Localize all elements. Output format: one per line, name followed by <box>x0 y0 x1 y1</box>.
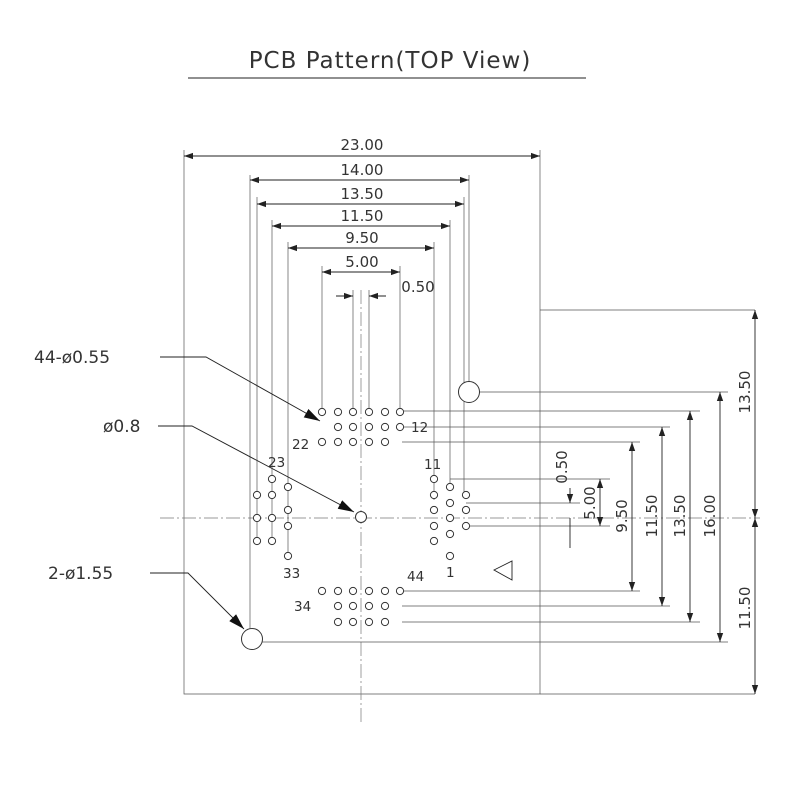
pad-hole <box>252 536 262 546</box>
pin-label-44: 44 <box>407 569 424 585</box>
pad-hole <box>395 586 405 596</box>
dim-13-50-right: 13.50 <box>671 495 689 538</box>
mount-hole-top-right <box>458 381 480 403</box>
pin-label-33: 33 <box>283 566 300 582</box>
center-hole <box>355 511 367 523</box>
dim-0-50-right: 0.50 <box>553 450 571 483</box>
pad-hole <box>317 437 327 447</box>
drawing-title: PCB Pattern(TOP View) <box>249 48 532 74</box>
pin-label-34: 34 <box>294 599 311 615</box>
callout-pads-label: 44-ø0.55 <box>34 348 110 368</box>
dim-14-00: 14.00 <box>341 161 384 179</box>
pad-hole <box>333 422 343 432</box>
dim-13-50: 13.50 <box>341 185 384 203</box>
pad-hole <box>333 437 343 447</box>
pad-hole <box>380 422 390 432</box>
pad-hole <box>267 474 277 484</box>
dim-11-50-right: 11.50 <box>643 495 661 538</box>
pad-hole <box>395 422 405 432</box>
callouts: 44-ø0.55 ø0.8 2-ø1.55 <box>34 348 355 630</box>
dim-11-50: 11.50 <box>341 207 384 225</box>
pad-hole <box>252 513 262 523</box>
pad-hole <box>333 407 343 417</box>
pad-hole <box>364 437 374 447</box>
dim-16-00-right: 16.00 <box>701 495 719 538</box>
pad-hole <box>445 551 455 561</box>
pad-hole <box>317 407 327 417</box>
pad-hole <box>429 490 439 500</box>
dim-9-50: 9.50 <box>345 229 378 247</box>
callout-center-hole-label: ø0.8 <box>103 417 140 437</box>
pad-hole <box>283 551 293 561</box>
pad-hole <box>395 407 405 417</box>
pad-hole <box>461 521 471 531</box>
dim-5-00: 5.00 <box>345 253 378 271</box>
pad-hole <box>317 586 327 596</box>
pad-hole <box>348 586 358 596</box>
pin1-orientation-triangle <box>493 560 513 581</box>
pin-label-12: 12 <box>411 420 428 436</box>
pad-holes-group <box>252 407 471 627</box>
dim-23-00: 23.00 <box>341 136 384 154</box>
dim-9-50-right: 9.50 <box>613 499 631 532</box>
top-dimensions: 23.00 14.00 13.50 11.50 9.50 5.00 0.50 <box>183 136 541 635</box>
dim-0-50-top: 0.50 <box>401 278 434 296</box>
pad-hole <box>380 586 390 596</box>
pad-hole <box>348 407 358 417</box>
pad-hole <box>283 521 293 531</box>
pad-hole <box>364 586 374 596</box>
pad-hole <box>380 437 390 447</box>
pin-label-22: 22 <box>292 437 309 453</box>
pad-hole <box>333 586 343 596</box>
pad-hole <box>364 407 374 417</box>
pad-hole <box>348 437 358 447</box>
pad-hole <box>445 482 455 492</box>
pad-hole <box>283 482 293 492</box>
pad-hole <box>429 505 439 515</box>
mount-hole-bottom-left <box>241 628 263 650</box>
dim-13-50-outer: 13.50 <box>736 371 754 414</box>
pad-hole <box>364 601 374 611</box>
pad-hole <box>429 521 439 531</box>
pin-label-1: 1 <box>446 565 455 581</box>
pad-hole <box>445 513 455 523</box>
pad-hole <box>348 601 358 611</box>
callout-mount-holes-label: 2-ø1.55 <box>48 564 113 584</box>
pad-hole <box>267 513 277 523</box>
pin-label-23: 23 <box>268 455 285 471</box>
pin-labels: 12 22 23 11 33 1 44 34 <box>268 420 455 615</box>
pad-hole <box>364 617 374 627</box>
footprint-outline <box>183 309 755 695</box>
pad-hole <box>461 505 471 515</box>
pad-hole <box>380 407 390 417</box>
pad-hole <box>348 422 358 432</box>
pad-hole <box>267 536 277 546</box>
pad-hole <box>429 536 439 546</box>
pad-hole <box>429 474 439 484</box>
pad-hole <box>252 490 262 500</box>
pad-hole <box>333 617 343 627</box>
pad-hole <box>267 490 277 500</box>
dim-11-50-outer: 11.50 <box>736 587 754 630</box>
right-dimensions: 0.50 5.00 9.50 11.50 13.50 16.00 13.50 1… <box>252 310 759 694</box>
pad-hole <box>445 529 455 539</box>
dim-5-00-right: 5.00 <box>581 486 599 519</box>
pad-hole <box>380 601 390 611</box>
pad-hole <box>333 601 343 611</box>
pad-hole <box>348 617 358 627</box>
pad-hole <box>445 498 455 508</box>
pad-hole <box>283 505 293 515</box>
pin-label-11: 11 <box>424 457 441 473</box>
pad-hole <box>364 422 374 432</box>
pad-hole <box>461 490 471 500</box>
pad-hole <box>380 617 390 627</box>
